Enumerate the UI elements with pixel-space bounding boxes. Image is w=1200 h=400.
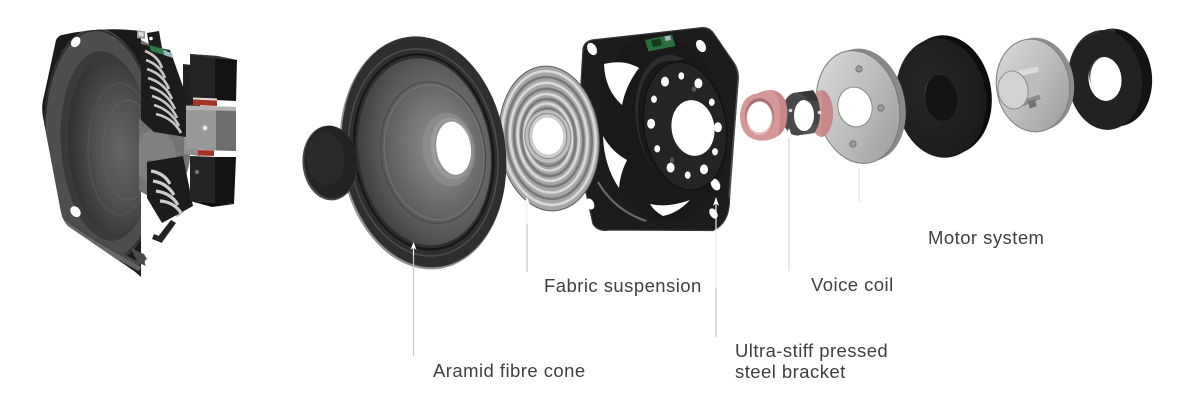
svg-text:steel bracket: steel bracket	[735, 361, 846, 382]
svg-text:Fabric suspension: Fabric suspension	[544, 275, 702, 296]
svg-text:Aramid fibre cone: Aramid fibre cone	[433, 360, 586, 381]
svg-text:Ultra-stiff pressed: Ultra-stiff pressed	[735, 340, 888, 361]
svg-text:Voice coil: Voice coil	[811, 274, 894, 295]
svg-text:Motor system: Motor system	[928, 227, 1044, 248]
